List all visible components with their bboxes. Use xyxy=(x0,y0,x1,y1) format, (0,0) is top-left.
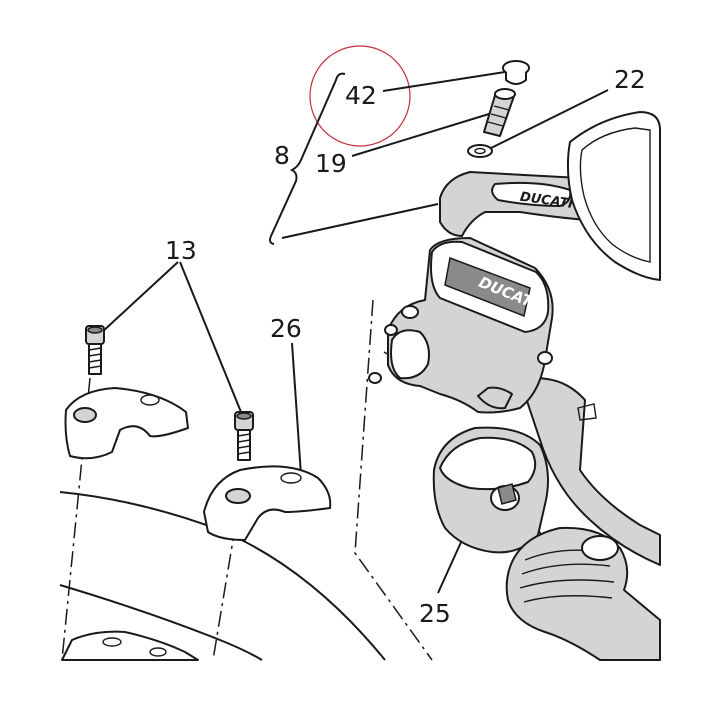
leader-line-25 xyxy=(437,539,463,594)
clamp-bolt-hole xyxy=(73,407,97,423)
switch-pin xyxy=(497,483,517,505)
part-label-8: 8 xyxy=(274,141,290,170)
cap-42 xyxy=(502,60,530,85)
clamp-bolt-left xyxy=(85,325,105,375)
pivot-screw xyxy=(368,372,382,384)
reservoir-logo-plate xyxy=(444,256,531,318)
pin-19 xyxy=(483,88,516,137)
part-label-22: 22 xyxy=(614,65,646,94)
leader-line-42 xyxy=(382,71,506,92)
banjo-fitting xyxy=(477,386,513,410)
bracket-logo-text: DUCATI xyxy=(519,190,574,212)
leader-line-22 xyxy=(486,89,609,151)
part-label-19: 19 xyxy=(315,149,347,178)
grip-ridges xyxy=(519,549,615,603)
leader-line-26 xyxy=(291,342,302,476)
highlight-circle xyxy=(309,45,411,147)
clamp-bolt-hole xyxy=(140,394,160,406)
left-handlebar-clamp xyxy=(64,387,189,460)
part-label-13: 13 xyxy=(165,236,197,265)
part-label-25: 25 xyxy=(419,599,451,628)
reservoir-screw xyxy=(537,351,553,365)
washer-22-hole xyxy=(474,147,486,155)
leader-line-19 xyxy=(351,113,490,157)
clamp-block-hole xyxy=(149,647,167,657)
handlebar-clamp-block xyxy=(61,630,199,661)
lever-stud xyxy=(577,403,597,421)
part-label-42: 42 xyxy=(345,81,377,110)
mirror-glass xyxy=(579,127,651,263)
centerline-left xyxy=(61,377,91,661)
leader-line-13a xyxy=(100,261,179,334)
clamp-bolt-hole xyxy=(280,472,302,484)
lever-pivot-boss xyxy=(390,329,430,380)
leader-line-13b xyxy=(179,261,242,413)
clamp-bolt-hole xyxy=(225,488,251,504)
centerline-reservoir xyxy=(354,299,433,661)
bracket-slot xyxy=(491,181,572,207)
pivot-screw xyxy=(384,324,398,336)
leader-line-8 xyxy=(281,203,439,239)
clamp-bolt-middle xyxy=(234,411,254,461)
throttle-grip xyxy=(505,526,661,661)
washer-22 xyxy=(467,144,493,158)
switch-housing-face xyxy=(439,436,537,491)
handlebar-clamp-26 xyxy=(203,465,332,541)
lever-blade xyxy=(519,377,661,566)
part-label-26: 26 xyxy=(270,314,302,343)
clamp-block-hole xyxy=(102,637,122,647)
reservoir-screw xyxy=(401,305,419,319)
grip-end xyxy=(581,535,619,561)
group-bracket-8 xyxy=(269,72,346,245)
mirror-housing xyxy=(566,111,661,281)
handlebar-lower-edge xyxy=(59,584,263,661)
